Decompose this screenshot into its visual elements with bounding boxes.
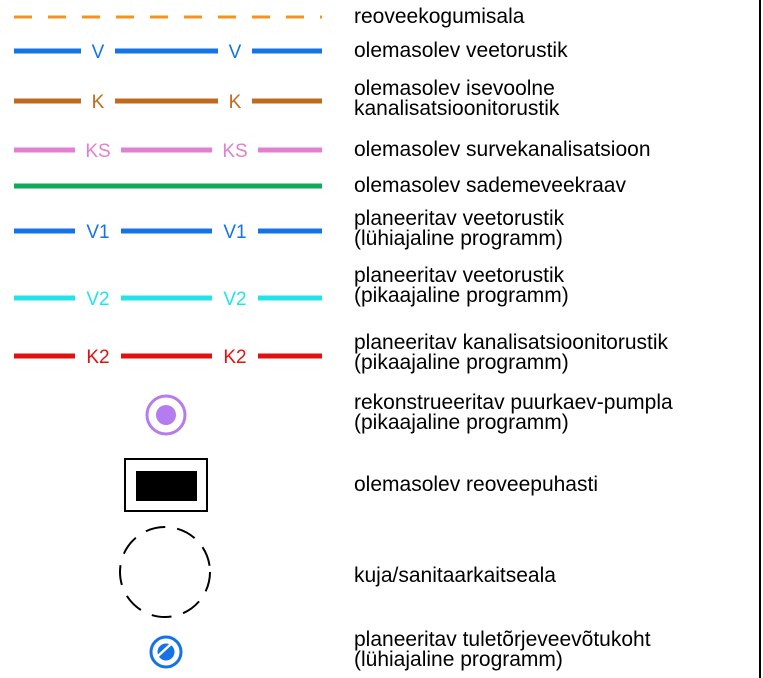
fire-water-point-label-line-1: planeeritav tuletõrjeveevõtukoht — [354, 628, 651, 651]
treatment-plant-symbol — [124, 458, 208, 512]
hydrant-core — [157, 643, 175, 661]
water-planned-short-symbol: V1 V1 — [14, 222, 322, 243]
water-planned-long-code-1: V2 — [86, 289, 109, 310]
fire-water-point-label-line-2: (lühiajaline programm) — [354, 648, 563, 671]
borehole-pump-label: rekonstrueeritav puurkaev-pumpla(pikaaja… — [354, 391, 673, 434]
frame-border — [759, 0, 761, 678]
borehole-pump-symbol — [145, 394, 187, 436]
fire-water-point-symbol — [149, 635, 183, 669]
sewer-pressure-label: olemasolev survekanalisatsioon — [354, 138, 651, 161]
sewer-planned-long-code-2: K2 — [223, 347, 246, 368]
water-planned-long-label-line-2: (pikaajaline programm) — [354, 284, 569, 307]
sewer-gravity-code-2: K — [229, 92, 242, 113]
water-planned-long-symbol: V2 V2 — [14, 289, 322, 310]
sanitary-zone-label: kuja/sanitaarkaitseala — [354, 564, 556, 587]
stormwater-symbol — [14, 183, 322, 189]
hydrant-slash — [157, 643, 172, 657]
treatment-fill — [136, 471, 197, 501]
sanitary-zone-circle — [119, 526, 211, 618]
sewer-gravity-label-line-2: kanalisatsioonitorustik — [354, 97, 560, 120]
water-existing-label-line-1: olemasolev veetorustik — [354, 39, 568, 62]
sewer-pressure-symbol: KS KS — [14, 141, 322, 162]
sewer-planned-long-symbol: K2 K2 — [14, 347, 322, 368]
fire-water-point-label: planeeritav tuletõrjeveevõtukoht(lühiaja… — [354, 628, 651, 671]
treatment-plant-label: olemasolev reoveepuhasti — [354, 473, 598, 496]
wastewater-label-line-1: reoveekogumisala — [354, 5, 525, 28]
sewer-planned-long-label: planeeritav kanalisatsioonitorustik(pika… — [354, 331, 669, 374]
water-planned-short-code-1: V1 — [86, 222, 109, 243]
water-existing-label: olemasolev veetorustik — [354, 39, 568, 62]
water-planned-long-code-2: V2 — [223, 289, 246, 310]
water-existing-code-2: V — [229, 42, 242, 63]
sanitary-zone-symbol — [119, 526, 211, 618]
sewer-planned-long-label-line-1: planeeritav kanalisatsioonitorustik — [354, 331, 669, 354]
wastewater-label: reoveekogumisala — [354, 5, 525, 28]
wastewater-symbol — [14, 15, 322, 19]
water-planned-short-label: planeeritav veetorustik(lühiajaline prog… — [354, 207, 565, 250]
pump-dot — [156, 405, 176, 425]
water-planned-short-label-line-2: (lühiajaline programm) — [354, 227, 563, 250]
sewer-gravity-code-1: K — [92, 92, 105, 113]
sanitary-zone-label-line-1: kuja/sanitaarkaitseala — [354, 564, 556, 587]
sewer-planned-long-label-line-2: (pikaajaline programm) — [354, 351, 569, 374]
stormwater-label-line-1: olemasolev sademeveekraav — [354, 174, 626, 197]
water-planned-short-label-line-1: planeeritav veetorustik — [354, 207, 565, 230]
sewer-planned-long-code-1: K2 — [86, 347, 109, 368]
sewer-pressure-code-1: KS — [85, 141, 110, 162]
water-planned-long-label: planeeritav veetorustik(pikaajaline prog… — [354, 264, 569, 307]
water-planned-long-label-line-1: planeeritav veetorustik — [354, 264, 565, 287]
water-planned-short-code-2: V1 — [223, 222, 246, 243]
borehole-pump-label-line-2: (pikaajaline programm) — [354, 411, 569, 434]
sewer-pressure-label-line-1: olemasolev survekanalisatsioon — [354, 138, 651, 161]
treatment-plant-label-line-1: olemasolev reoveepuhasti — [354, 473, 598, 496]
sewer-pressure-code-2: KS — [222, 141, 247, 162]
borehole-pump-label-line-1: rekonstrueeritav puurkaev-pumpla — [354, 391, 673, 414]
stormwater-label: olemasolev sademeveekraav — [354, 174, 626, 197]
sewer-gravity-label-line-1: olemasolev isevoolne — [354, 77, 555, 100]
water-existing-code-1: V — [92, 42, 105, 63]
